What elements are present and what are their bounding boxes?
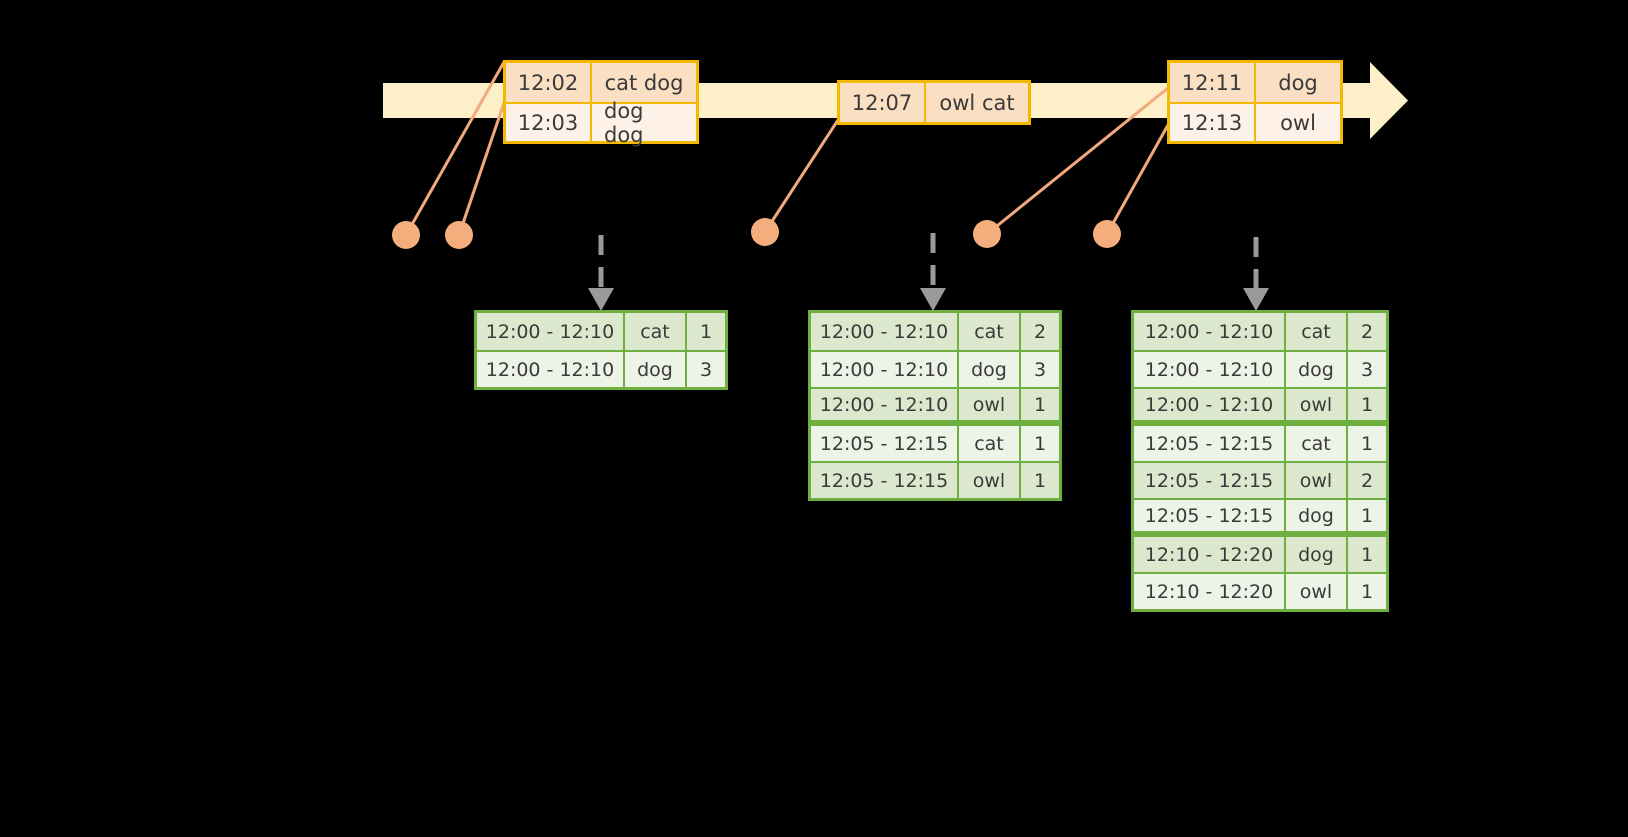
count-cell: 1 bbox=[1021, 463, 1059, 498]
event-row: 12:11 dog bbox=[1170, 63, 1340, 102]
window-cell: 12:00 - 12:10 bbox=[811, 313, 959, 350]
window-cell: 12:05 - 12:15 bbox=[811, 426, 959, 461]
key-cell: cat bbox=[1286, 313, 1348, 350]
count-cell: 3 bbox=[1348, 352, 1386, 387]
count-cell: 1 bbox=[1021, 389, 1059, 420]
key-cell: cat bbox=[959, 313, 1021, 350]
event-value: owl bbox=[1256, 104, 1340, 141]
event-markers bbox=[392, 218, 1121, 249]
event-row: 12:07 owl cat bbox=[840, 83, 1028, 122]
count-cell: 1 bbox=[1348, 426, 1386, 461]
key-cell: dog bbox=[1286, 352, 1348, 387]
window-cell: 12:10 - 12:20 bbox=[1134, 574, 1286, 609]
window-cell: 12:00 - 12:10 bbox=[1134, 352, 1286, 387]
table-row: 12:00 - 12:10 dog 3 bbox=[477, 350, 725, 387]
table-row: 12:00 - 12:10 cat 2 bbox=[1134, 313, 1386, 350]
count-cell: 3 bbox=[1021, 352, 1059, 387]
result-table-2: 12:00 - 12:10 cat 2 12:00 - 12:10 dog 3 … bbox=[808, 310, 1062, 501]
table-row: 12:00 - 12:10 dog 3 bbox=[811, 350, 1059, 387]
event-row: 12:13 owl bbox=[1170, 102, 1340, 141]
window-cell: 12:05 - 12:15 bbox=[1134, 463, 1286, 498]
table-row: 12:05 - 12:15 cat 1 bbox=[1134, 424, 1386, 461]
key-cell: cat bbox=[959, 426, 1021, 461]
marker-dot bbox=[445, 221, 473, 249]
emit-arrowheads bbox=[588, 288, 1269, 311]
table-row: 12:10 - 12:20 owl 1 bbox=[1134, 572, 1386, 609]
table-row: 12:00 - 12:10 cat 1 bbox=[477, 313, 725, 350]
window-cell: 12:10 - 12:20 bbox=[1134, 537, 1286, 572]
event-box-1: 12:02 cat dog 12:03 dog dog bbox=[503, 60, 699, 147]
window-cell: 12:05 - 12:15 bbox=[1134, 426, 1286, 461]
event-value: cat dog bbox=[592, 63, 696, 102]
table-row: 12:10 - 12:20 dog 1 bbox=[1134, 535, 1386, 572]
count-cell: 1 bbox=[1348, 537, 1386, 572]
key-cell: cat bbox=[625, 313, 687, 350]
marker-dot bbox=[392, 221, 420, 249]
event-time: 12:07 bbox=[840, 83, 926, 122]
result-table-1: 12:00 - 12:10 cat 1 12:00 - 12:10 dog 3 bbox=[474, 310, 728, 390]
count-cell: 1 bbox=[1348, 389, 1386, 420]
table-row: 12:00 - 12:10 owl 1 bbox=[811, 387, 1059, 424]
event-time: 12:13 bbox=[1170, 104, 1256, 141]
emit-arrowhead-1 bbox=[588, 288, 614, 311]
emit-arrowhead-2 bbox=[920, 288, 946, 311]
event-row: 12:02 cat dog bbox=[506, 63, 696, 102]
window-cell: 12:05 - 12:15 bbox=[1134, 500, 1286, 531]
key-cell: dog bbox=[625, 352, 687, 387]
event-value: owl cat bbox=[926, 83, 1028, 122]
key-cell: dog bbox=[1286, 537, 1348, 572]
window-cell: 12:00 - 12:10 bbox=[477, 352, 625, 387]
table-row: 12:05 - 12:15 owl 2 bbox=[1134, 461, 1386, 498]
key-cell: owl bbox=[1286, 389, 1348, 420]
table-row: 12:05 - 12:15 owl 1 bbox=[811, 461, 1059, 498]
table-row: 12:00 - 12:10 owl 1 bbox=[1134, 387, 1386, 424]
window-cell: 12:00 - 12:10 bbox=[811, 352, 959, 387]
window-cell: 12:00 - 12:10 bbox=[1134, 389, 1286, 420]
count-cell: 2 bbox=[1348, 313, 1386, 350]
table-row: 12:00 - 12:10 cat 2 bbox=[811, 313, 1059, 350]
event-value: dog bbox=[1256, 63, 1340, 102]
result-table-3: 12:00 - 12:10 cat 2 12:00 - 12:10 dog 3 … bbox=[1131, 310, 1389, 612]
count-cell: 1 bbox=[1021, 426, 1059, 461]
count-cell: 1 bbox=[1348, 574, 1386, 609]
marker-dot bbox=[973, 220, 1001, 248]
marker-dot bbox=[1093, 220, 1121, 248]
event-time: 12:02 bbox=[506, 63, 592, 102]
event-box-2: 12:07 owl cat bbox=[837, 80, 1031, 125]
count-cell: 2 bbox=[1021, 313, 1059, 350]
event-time: 12:11 bbox=[1170, 63, 1256, 102]
event-row: 12:03 dog dog bbox=[506, 99, 696, 147]
key-cell: owl bbox=[1286, 574, 1348, 609]
table-row: 12:05 - 12:15 dog 1 bbox=[1134, 498, 1386, 535]
key-cell: cat bbox=[1286, 426, 1348, 461]
emit-arrowhead-3 bbox=[1243, 288, 1269, 311]
event-value: dog dog bbox=[592, 99, 696, 147]
key-cell: dog bbox=[1286, 500, 1348, 531]
emit-arrows bbox=[598, 233, 1259, 290]
marker-dot bbox=[751, 218, 779, 246]
event-box-3: 12:11 dog 12:13 owl bbox=[1167, 60, 1343, 144]
window-cell: 12:05 - 12:15 bbox=[811, 463, 959, 498]
event-time: 12:03 bbox=[506, 104, 592, 141]
window-cell: 12:00 - 12:10 bbox=[811, 389, 959, 420]
key-cell: owl bbox=[959, 463, 1021, 498]
table-row: 12:00 - 12:10 dog 3 bbox=[1134, 350, 1386, 387]
count-cell: 1 bbox=[687, 313, 725, 350]
count-cell: 2 bbox=[1348, 463, 1386, 498]
key-cell: owl bbox=[1286, 463, 1348, 498]
window-cell: 12:00 - 12:10 bbox=[477, 313, 625, 350]
window-cell: 12:00 - 12:10 bbox=[1134, 313, 1286, 350]
count-cell: 1 bbox=[1348, 500, 1386, 531]
count-cell: 3 bbox=[687, 352, 725, 387]
key-cell: dog bbox=[959, 352, 1021, 387]
key-cell: owl bbox=[959, 389, 1021, 420]
table-row: 12:05 - 12:15 cat 1 bbox=[811, 424, 1059, 461]
